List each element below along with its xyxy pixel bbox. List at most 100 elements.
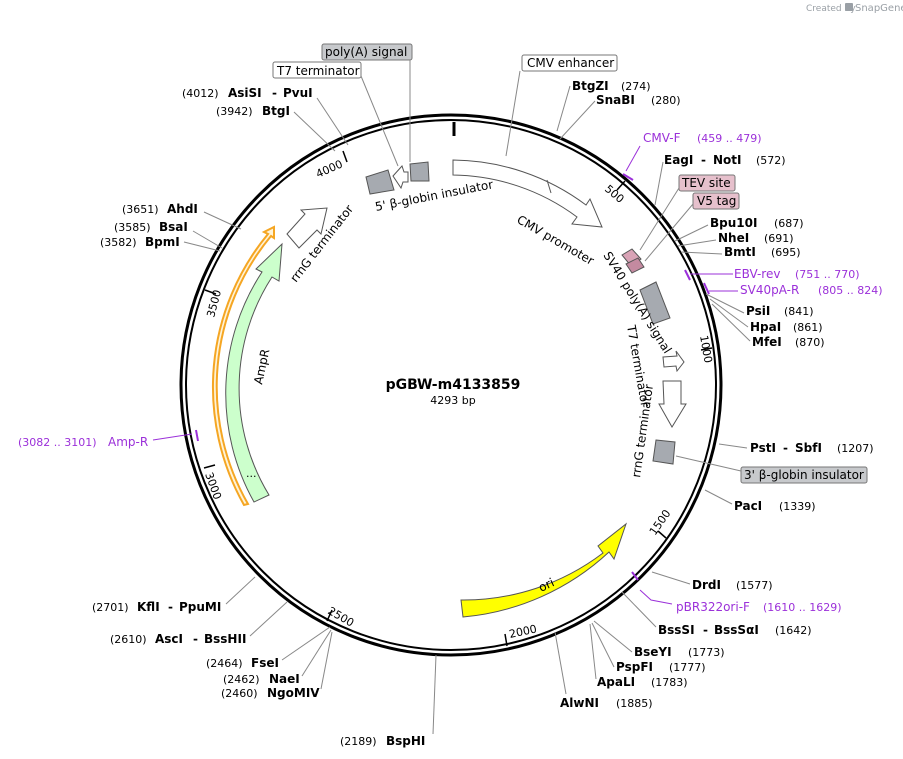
enzyme-snabi[interactable]: SnaBI (280) [559,93,681,140]
enzyme-bpu10i[interactable]: Bpu10I (687) [674,216,804,242]
svg-text:BseYI: BseYI [634,645,672,659]
rrng-terminator-right-label: rrnG terminator [629,383,656,478]
svg-text:(1577): (1577) [736,579,773,592]
svg-text:(841): (841) [784,305,814,318]
svg-text:PsiI: PsiI [746,304,770,318]
enzyme-kfli-ppumi[interactable]: (2701) KflI - PpuMI [92,576,256,614]
beta-globin-5-feature[interactable] [365,169,395,195]
enzyme-ngomiv[interactable]: (2460) NgoMIV [221,631,333,700]
tick-mark [657,530,667,539]
rrng-terminator-left-arrow[interactable] [286,207,328,249]
enzyme-bsphi[interactable]: (2189) BspHI [340,654,437,748]
polya-signal-top-feature[interactable] [409,161,430,182]
enzyme-bsssi[interactable]: BssSI - BssSαI (1642) [621,591,812,637]
enzyme-paci[interactable]: PacI (1339) [704,489,816,513]
svg-text:(870): (870) [795,336,825,349]
enzyme-btgi[interactable]: (3942) BtgI [216,104,336,152]
svg-text:CMV-F: CMV-F [643,131,681,145]
svg-text:BmtI: BmtI [724,245,756,259]
svg-text:(280): (280) [651,94,681,107]
enzyme-drdi[interactable]: DrdI (1577) [651,571,773,592]
cmv-enhancer-boundary [546,179,552,194]
enzyme-asisi-pvui[interactable]: (4012) AsiSI - PvuI [182,86,349,146]
svg-text:pBR322ori-F: pBR322ori-F [676,600,750,614]
svg-text:(1783): (1783) [651,676,688,689]
primer-sv40pa-r[interactable]: SV40pA-R (805 .. 824) [703,282,883,297]
primer-amp-r[interactable]: Amp-R (3082 .. 3101) [18,429,199,449]
backbone-inner [185,119,717,651]
svg-text:AscI: AscI [155,632,183,646]
svg-text:AsiSI: AsiSI [228,86,262,100]
enzyme-asci-bsshii[interactable]: (2610) AscI - BssHII [110,601,288,646]
enzyme-alwni[interactable]: AlwNI (1885) [554,631,653,710]
svg-text:-: - [701,153,706,167]
primer-pbr322ori-f[interactable]: pBR322ori-F (1610 .. 1629) [631,571,842,614]
svg-text:(3651): (3651) [122,203,159,216]
enzyme-pspfi[interactable]: PspFI (1777) [591,622,706,674]
svg-text:(861): (861) [793,321,823,334]
svg-text:(4012): (4012) [182,87,219,100]
svg-text:(274): (274) [621,80,651,93]
enzyme-bseyi[interactable]: BseYI (1773) [593,620,725,659]
svg-text:ApaLI: ApaLI [597,675,635,689]
ori-label: ori [536,575,556,594]
beta-globin-3-feature[interactable] [652,439,676,465]
svg-text:PspFI: PspFI [616,660,653,674]
cmv-promoter-arrow[interactable] [452,159,603,228]
tick-label-3500: 3500 [204,288,224,318]
tick-mark [616,180,626,191]
ori-arrow[interactable] [460,522,628,618]
enzyme-bmti[interactable]: BmtI (695) [680,245,801,259]
svg-text:SV40pA-R: SV40pA-R [740,283,799,297]
enzyme-nhei[interactable]: NheI (691) [677,231,794,247]
cmv-enhancer-leader [505,70,521,157]
svg-text:(2610): (2610) [110,633,147,646]
svg-text:(2464): (2464) [206,657,243,670]
enzyme-apali[interactable]: ApaLI (1783) [589,623,688,689]
enzyme-bpmi[interactable]: (3582) BpmI [100,235,221,252]
enzyme-mfei[interactable]: MfeI (870) [711,303,825,349]
svg-text:NgoMIV: NgoMIV [267,686,320,700]
svg-text:PacI: PacI [734,499,762,513]
t7-terminator-top-arrow[interactable] [392,165,409,190]
svg-text:(3585): (3585) [114,221,151,234]
svg-text:(3082 .. 3101): (3082 .. 3101) [18,436,97,449]
tick-mark [326,609,333,622]
svg-text:(687): (687) [774,217,804,230]
plasmid-name: pGBW-m4133859 [386,377,521,393]
tick-mark [700,347,713,351]
enzyme-hpai[interactable]: HpaI (861) [709,298,823,334]
sv40-polya-feature[interactable] [639,281,671,325]
t7-terminator-arrow[interactable] [662,350,685,373]
svg-text:(3582): (3582) [100,236,137,249]
primer-cmv-f[interactable]: CMV-F (459 .. 479) [622,131,762,181]
svg-text:(3942): (3942) [216,105,253,118]
svg-text:(1642): (1642) [775,624,812,637]
svg-text:NheI: NheI [718,231,749,245]
rrng-terminator-right-arrow[interactable] [658,380,687,428]
ampr-promoter-arrow[interactable] [211,225,275,507]
svg-text:EagI: EagI [664,153,693,167]
enzyme-bsai[interactable]: (3585) BsaI [114,220,223,249]
enzyme-psti-sbfi[interactable]: PstI - SbfI (1207) [718,441,874,455]
svg-text:Amp-R: Amp-R [108,435,148,449]
svg-text:BssSαI: BssSαI [714,623,759,637]
v5-tag-feature[interactable] [625,257,645,274]
cmv-enhancer-label: CMV enhancer [527,56,614,70]
enzyme-btgzi[interactable]: BtgZI (274) [556,79,651,132]
ampr-arrow[interactable] [225,242,283,503]
v5-tag-box [692,192,740,210]
tick-mark [204,289,217,295]
svg-text:BtgI: BtgI [262,104,290,118]
svg-text:KflI: KflI [137,600,160,614]
primer-ebv-rev[interactable]: EBV-rev (751 .. 770) [684,267,860,281]
enzyme-eagi-noti[interactable]: EagI - NotI (572) [654,153,786,206]
enzyme-ahdi[interactable]: (3651) AhdI [122,202,242,230]
svg-text:-: - [783,441,788,455]
enzyme-naei[interactable]: (2462) NaeI [223,629,332,686]
beta-globin-3-box [740,466,868,484]
enzyme-psii[interactable]: PsiI (841) [705,293,814,318]
enzyme-fsei[interactable]: (2464) FseI [206,626,331,670]
svg-text:PpuMI: PpuMI [179,600,221,614]
